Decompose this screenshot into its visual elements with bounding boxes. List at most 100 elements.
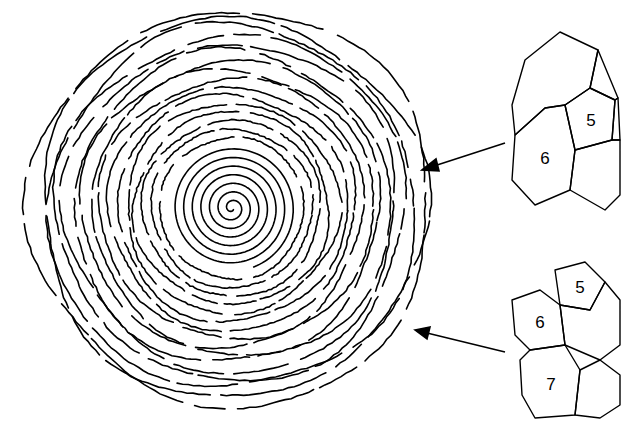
- ring-segment: [336, 344, 362, 367]
- ring-segment: [136, 103, 159, 118]
- cell-polygon: [570, 140, 620, 210]
- ring-segment: [194, 280, 265, 289]
- ring-segment: [175, 60, 270, 77]
- ring-segment: [141, 13, 240, 33]
- ring-segment: [24, 224, 56, 296]
- ring-segment: [104, 323, 139, 353]
- ring-segment: [301, 187, 304, 221]
- ring-segment: [92, 199, 95, 232]
- ring-segment: [350, 218, 361, 254]
- ring-segment: [253, 14, 323, 29]
- ring-segment: [195, 406, 225, 409]
- ring-segment: [281, 26, 339, 60]
- ring-segment: [366, 86, 399, 136]
- ring-segment: [368, 165, 373, 207]
- ring-segment: [350, 108, 373, 137]
- ring-segment: [221, 69, 250, 73]
- ring-segment: [302, 74, 343, 103]
- ring-segment: [131, 89, 204, 137]
- ring-segment: [74, 199, 76, 227]
- ring-segment: [312, 195, 314, 214]
- ring-segment: [413, 111, 425, 182]
- cell-number: 6: [535, 314, 544, 331]
- ring-segment: [324, 213, 354, 289]
- ring-segment: [141, 161, 156, 234]
- ring-segment: [330, 211, 348, 269]
- ring-segment: [76, 41, 128, 89]
- leader-arrows: [415, 143, 505, 352]
- ring-segment: [169, 105, 227, 121]
- ring-segment: [392, 201, 394, 211]
- ring-segment: [401, 209, 404, 229]
- ring-segment: [362, 205, 364, 217]
- ring-segment: [383, 234, 400, 286]
- ring-segment: [258, 351, 280, 356]
- ring-segment: [136, 238, 184, 291]
- ring-segment: [198, 45, 243, 48]
- ring-segment: [247, 345, 301, 356]
- ring-segment: [165, 249, 190, 278]
- ring-segment: [53, 126, 72, 234]
- ring-segment: [132, 316, 186, 346]
- ring-segment: [365, 320, 401, 361]
- ring-segment: [82, 215, 122, 306]
- ring-segment: [424, 193, 426, 233]
- leader-line: [427, 333, 505, 352]
- ring-segment: [187, 47, 245, 53]
- ring-segment: [215, 87, 293, 105]
- ring-segment: [234, 364, 288, 374]
- ring-segment: [186, 283, 226, 296]
- ring-segment: [224, 301, 256, 305]
- cell-number: 5: [575, 279, 584, 296]
- leader-line: [434, 143, 505, 166]
- cell-polygon: 5: [555, 262, 605, 310]
- ring-segment: [123, 280, 173, 322]
- ring-segment: [188, 36, 223, 45]
- ring-segment: [132, 173, 144, 232]
- ring-segment: [251, 113, 314, 157]
- ring-segment: [213, 357, 250, 360]
- ring-segment: [151, 241, 180, 278]
- cell-outline-shape: [555, 262, 605, 310]
- ring-segment: [216, 312, 270, 322]
- ring-segment: [30, 98, 68, 166]
- ring-segment: [92, 118, 124, 189]
- spiral-pattern: [23, 13, 432, 409]
- ring-segment: [196, 344, 248, 349]
- ring-segment: [46, 138, 68, 205]
- cell-number: 5: [586, 112, 595, 129]
- ring-segment: [98, 155, 105, 186]
- ring-segment: [230, 299, 315, 331]
- ring-segment: [78, 237, 87, 263]
- ring-segment: [73, 118, 94, 147]
- ring-segment: [76, 117, 108, 188]
- ring-segment: [283, 68, 348, 115]
- ring-segment: [254, 329, 293, 343]
- ring-segment: [192, 295, 217, 303]
- ring-segment: [128, 76, 178, 115]
- ring-segment: [302, 209, 320, 263]
- ring-segment: [410, 179, 413, 206]
- ring-segment: [238, 390, 314, 409]
- ring-segment: [236, 104, 294, 125]
- ring-segment: [148, 359, 192, 374]
- ring-segment: [118, 169, 125, 232]
- ring-segment: [91, 339, 182, 403]
- ring-segment: [377, 172, 381, 220]
- cell-outline-shape: [520, 345, 580, 418]
- ring-segment: [377, 143, 391, 235]
- ring-segment: [164, 131, 214, 163]
- ring-segment: [60, 156, 69, 185]
- ring-segment: [59, 201, 93, 288]
- ring-segment: [164, 289, 223, 314]
- ring-segment: [260, 54, 291, 67]
- cell-polygon: 7: [520, 345, 580, 418]
- ring-segment: [243, 137, 296, 177]
- ring-segment: [138, 50, 174, 69]
- cell-number: 7: [546, 376, 555, 393]
- ring-segment: [165, 77, 247, 100]
- ring-segment: [151, 173, 161, 240]
- cell-polygon: [560, 282, 620, 360]
